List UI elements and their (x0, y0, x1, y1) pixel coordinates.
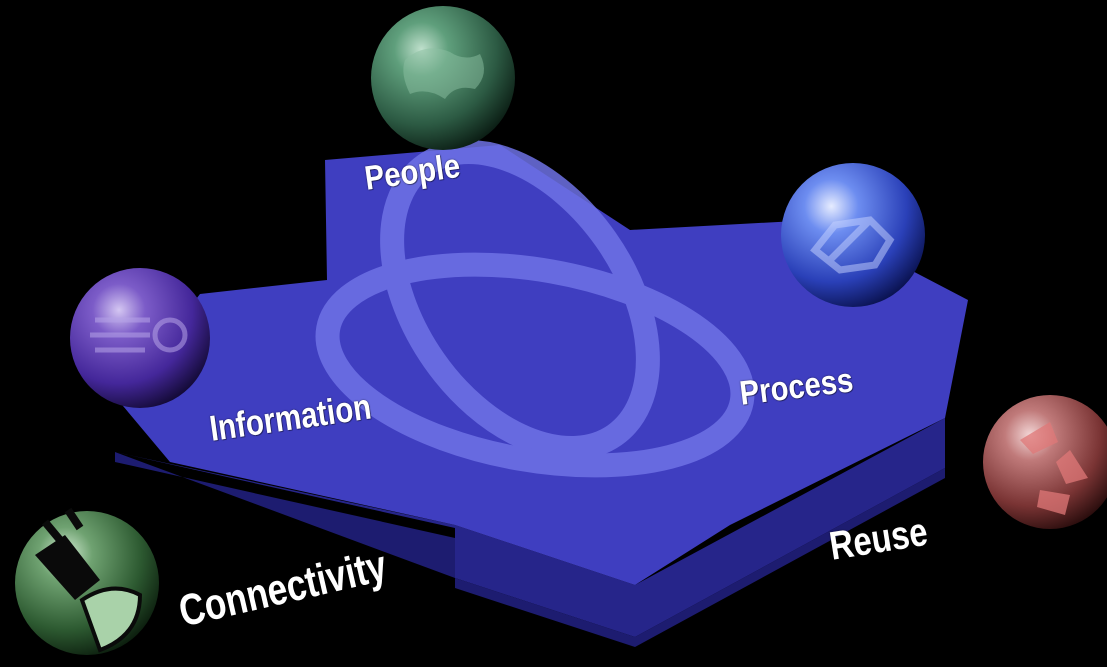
data-texture-icon (90, 317, 188, 353)
people-sphere (371, 6, 515, 150)
hexagon-platform (115, 145, 968, 647)
platform-top (118, 145, 968, 585)
connectivity-sphere (15, 507, 159, 655)
platform-side (115, 398, 945, 637)
globe-texture-icon (403, 48, 484, 99)
platform-front (115, 452, 945, 647)
interlocking-rings (315, 140, 755, 478)
plug-icon (35, 507, 143, 653)
reuse-sphere (983, 395, 1107, 529)
recycle-arrows-icon (1020, 422, 1088, 515)
ring-vertical (380, 140, 660, 460)
information-sphere (70, 268, 210, 408)
process-sphere (781, 163, 925, 307)
gear-texture-icon (810, 216, 895, 274)
ring-horizontal (315, 252, 755, 478)
